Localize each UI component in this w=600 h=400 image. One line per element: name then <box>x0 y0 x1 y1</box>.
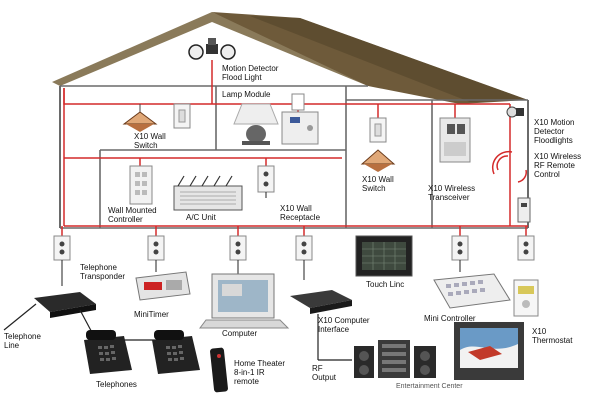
label-wall-mounted-controller-2: Controller <box>108 215 143 224</box>
label-x10-motion-detector-3: Floodlights <box>534 136 573 145</box>
touch-linc-icon <box>355 235 413 277</box>
label-wireless-transceiver-2: Transceiver <box>428 193 470 202</box>
outlet-icon-5 <box>451 235 469 272</box>
label-x10-wall-receptacle-1: X10 Wall <box>280 204 312 213</box>
wall-switch-icon-right <box>369 117 387 143</box>
label-wireless-transceiver-1: X10 Wireless <box>428 184 476 193</box>
label-telephone-transponder-1: Telephone <box>80 263 117 272</box>
label-rf-output-1: RF <box>312 364 323 373</box>
label-rf-remote-1: X10 Wireless <box>534 152 582 161</box>
label-x10-motion-detector-2: Detector <box>534 127 565 136</box>
outlet-icon-1 <box>53 235 71 286</box>
label-rf-remote-2: RF Remote <box>534 161 575 170</box>
label-motion-detector-2: Flood Light <box>222 73 262 82</box>
label-home-theater-remote-1: Home Theater <box>234 359 285 368</box>
label-home-theater-remote-2: 8-in-1 IR <box>234 368 265 377</box>
computer-interface-icon <box>290 290 352 361</box>
outlet-icon-6 <box>517 235 535 261</box>
lamp-module-icon <box>281 93 319 145</box>
label-x10-motion-detector-1: X10 Motion <box>534 118 575 127</box>
ac-unit-icon <box>173 175 243 211</box>
ceiling-lamp-icon-right <box>360 149 396 172</box>
outlet-icon-2 <box>147 235 165 272</box>
label-x10-wall-switch-right-2: Switch <box>362 184 386 193</box>
label-home-theater-remote-3: remote <box>234 377 259 386</box>
motion-detector-floodlights-icon-right <box>506 106 524 118</box>
minitimer-icon <box>135 271 191 301</box>
outlet-icon-3 <box>229 235 247 274</box>
label-telephone-line-1: Telephone <box>4 332 41 341</box>
tv-icon <box>454 322 524 380</box>
label-telephone-transponder-2: Transponder <box>80 272 126 281</box>
label-rf-remote-3: Control <box>534 170 560 179</box>
stereo-icon <box>354 340 436 378</box>
label-entertainment-center: Entertainment Center <box>396 383 463 390</box>
computer-icon <box>199 273 290 329</box>
label-minitimer: MiniTimer <box>134 310 169 319</box>
wall-receptacle-icon <box>257 165 275 198</box>
label-x10-thermostat-1: X10 <box>532 327 547 336</box>
label-x10-wall-switch-left-1: X10 Wall <box>134 132 166 141</box>
label-telephones: Telephones <box>96 380 137 389</box>
label-x10-thermostat-2: Thermostat <box>532 336 573 345</box>
rf-remote-icon <box>491 150 531 223</box>
label-computer-interface-1: X10 Computer <box>318 316 370 325</box>
wireless-transceiver-icon <box>439 117 471 163</box>
label-ac-unit: A/C Unit <box>186 213 216 222</box>
label-mini-controller: Mini Controller <box>424 314 476 323</box>
wall-controller-icon <box>129 165 153 205</box>
mini-controller-icon <box>433 273 511 309</box>
label-telephone-line-2: Line <box>4 341 20 350</box>
thermostat-icon <box>513 279 539 317</box>
label-x10-wall-receptacle-2: Receptacle <box>280 213 321 222</box>
label-motion-detector-1: Motion Detector <box>222 64 279 73</box>
label-x10-wall-switch-right-1: X10 Wall <box>362 175 394 184</box>
label-computer-interface-2: Interface <box>318 325 350 334</box>
telephone-icon-1 <box>84 330 132 374</box>
x10-wiring <box>61 60 528 236</box>
wall-switch-icon-left <box>173 103 191 129</box>
label-rf-output-2: Output <box>312 373 337 382</box>
roof-shade <box>250 16 528 102</box>
label-x10-wall-switch-left-2: Switch <box>134 141 158 150</box>
ir-remote-icon <box>210 347 228 393</box>
label-computer: Computer <box>222 329 258 338</box>
outlet-icon-4 <box>295 235 313 280</box>
lamp-icon <box>233 103 279 145</box>
house-structure <box>52 12 529 229</box>
label-wall-mounted-controller-1: Wall Mounted <box>108 206 157 215</box>
label-lamp-module: Lamp Module <box>222 90 271 99</box>
motion-detector-floodlight-icon <box>188 38 236 60</box>
ceiling-lamp-icon-left <box>122 104 158 132</box>
telephone-icon-2 <box>152 330 200 374</box>
label-touch-linc: Touch Linc <box>366 280 405 289</box>
